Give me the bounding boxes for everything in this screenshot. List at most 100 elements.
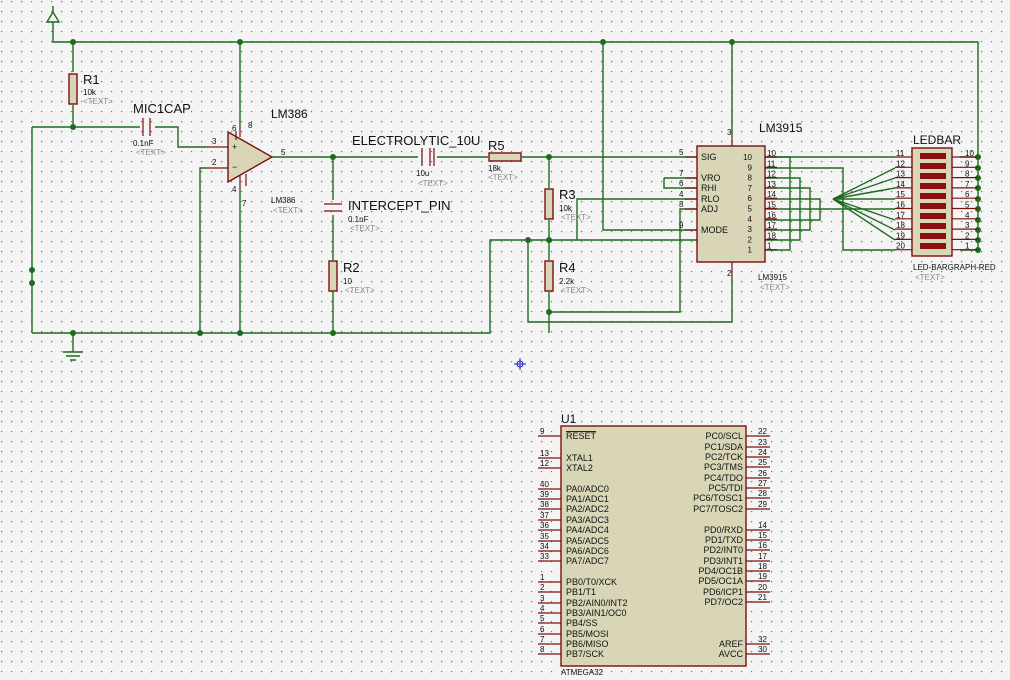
u1-pin-name: XTAL1	[566, 453, 593, 463]
lm3915-pin-name: 5	[748, 205, 753, 214]
lm3915-value: LM3915	[758, 273, 787, 282]
u1-pin-number: 30	[758, 645, 767, 654]
r2-ref: R2	[343, 260, 360, 275]
led-segment	[920, 243, 946, 249]
u1-pin-number: 24	[758, 448, 767, 457]
resistor-r4[interactable]: R4 2.2k <TEXT>	[544, 260, 591, 295]
opamp-pin3: 3	[212, 137, 217, 146]
ecap-text-placeholder: <TEXT>	[418, 179, 448, 188]
u1-pin-number: 29	[758, 500, 767, 509]
lm3915-pin-name: ADJ	[701, 204, 718, 214]
led-segment	[920, 223, 946, 229]
u1-pin-number: 13	[540, 449, 549, 458]
u1-pin-number: 19	[758, 572, 767, 581]
u1-pin-name: PD5/OC1A	[698, 576, 743, 586]
u1-pin-number: 27	[758, 479, 767, 488]
capacitor-mic1cap[interactable]: MIC1CAP 0.1nF <TEXT>	[133, 101, 191, 157]
opamp-lm386[interactable]: + − 3 2 6 8 4 7 5 LM386 LM386 <TEXT>	[208, 107, 308, 215]
u1-pin-name: PB4/SS	[566, 618, 598, 628]
r4-text-placeholder: <TEXT>	[561, 286, 591, 295]
lm3915-pin-name: 8	[748, 174, 753, 183]
lm3915-pin-name: RHI	[701, 183, 717, 193]
led-segment	[920, 153, 946, 159]
u1-pin-name: PB2/AIN0/INT2	[566, 598, 628, 608]
ledbar-pin-number: 14	[896, 180, 905, 189]
icap-value: 0.1nF	[348, 215, 369, 224]
u1-pin-name: RESET	[566, 431, 597, 441]
u1-pin-number: 16	[758, 541, 767, 550]
u1-pin-number: 38	[540, 500, 549, 509]
power-terminal[interactable]	[45, 6, 61, 23]
led-segment	[920, 213, 946, 219]
opamp-pin7: 7	[242, 199, 247, 208]
u1-pin-number: 18	[758, 562, 767, 571]
lm3915-pin-name: 7	[748, 184, 753, 193]
lm386-ref: LM386	[271, 107, 308, 121]
u1-pin-number: 21	[758, 593, 767, 602]
u1-pin-name: PA2/ADC2	[566, 504, 609, 514]
lm3915-pin-name: 3	[748, 225, 753, 234]
ledbar-pin-number: 6	[965, 190, 970, 199]
ledbar-pin-number: 11	[896, 149, 905, 158]
r5-text-placeholder: <TEXT>	[488, 173, 518, 182]
u1-pin-name: PC2/TCK	[705, 452, 743, 462]
ledbar-pin-number: 5	[965, 201, 970, 210]
u1-pin-name: PC5/TDI	[708, 483, 743, 493]
u1-pin-number: 14	[758, 521, 767, 530]
u1-pin-number: 9	[540, 427, 545, 436]
lm3915-pin-name: 9	[748, 163, 753, 172]
u1-pin-name: PA4/ADC4	[566, 525, 609, 535]
lm3915-top-pin: 3	[727, 128, 732, 137]
lm3915-pin-number: 18	[767, 231, 776, 240]
u1-right-pins: 22PC0/SCL23PC1/SDA24PC2/TCK25PC3/TMS26PC…	[693, 427, 770, 659]
resistor-r1[interactable]: R1 10k <TEXT>	[68, 72, 113, 106]
r2-value: 10	[343, 277, 352, 286]
led-segment	[920, 163, 946, 169]
resistor-r3[interactable]: R3 10k <TEXT>	[544, 187, 591, 222]
ledbar-pin-number: 10	[965, 149, 974, 158]
u1-value: ATMEGA32	[561, 668, 604, 677]
u1-pin-number: 33	[540, 552, 549, 561]
resistor-r5[interactable]: R5 18k <TEXT>	[488, 138, 522, 182]
lm3915-pin-name: 2	[748, 235, 753, 244]
lm386-text-placeholder: <TEXT>	[273, 206, 303, 215]
u1-pin-name: PA3/ADC3	[566, 515, 609, 525]
r4-ref: R4	[559, 260, 576, 275]
ground-symbol[interactable]	[63, 351, 83, 361]
ledbar-pin-number: 2	[965, 231, 970, 240]
ecap-ref: ELECTROLYTIC_10U	[352, 133, 480, 148]
u1-pin-number: 6	[540, 625, 545, 634]
ledbar-pin-number: 8	[965, 170, 970, 179]
opamp-pin2: 2	[212, 158, 217, 167]
ledbar-pin-number: 12	[896, 159, 905, 168]
lm3915-pin-number: 9	[679, 221, 684, 230]
mic1cap-ref: MIC1CAP	[133, 101, 191, 116]
wires[interactable]	[31, 22, 979, 352]
capacitor-electrolytic-10u[interactable]: ELECTROLYTIC_10U 10u <TEXT>	[352, 133, 480, 188]
ledbar-value: LED-BARGRAPH-RED	[913, 263, 996, 272]
resistor-r2[interactable]: R2 10 <TEXT>	[328, 260, 375, 295]
lm3915-text-placeholder: <TEXT>	[760, 283, 790, 292]
r1-value: 10k	[83, 88, 97, 97]
ledbar-ref: LEDBAR	[913, 133, 961, 147]
u1-pin-name: PC7/TOSC2	[693, 504, 743, 514]
u1-pin-number: 35	[540, 532, 549, 541]
r5-ref: R5	[488, 138, 505, 153]
lm3915-pin-name: 1	[748, 246, 753, 255]
u1-pin-number: 12	[540, 459, 549, 468]
lm3915-pin-number: 15	[767, 201, 776, 210]
capacitor-intercept-pin[interactable]: INTERCEPT_PIN 0.1nF <TEXT>	[324, 198, 451, 233]
r1-text-placeholder: <TEXT>	[83, 97, 113, 106]
icap-ref: INTERCEPT_PIN	[348, 198, 451, 213]
u1-pin-name: PB6/MISO	[566, 639, 609, 649]
opamp-pin5: 5	[281, 148, 286, 157]
u1-pin-name: PD7/OC2	[704, 597, 743, 607]
lm3915-pin-number: 11	[767, 159, 776, 168]
u1-pin-name: PA6/ADC6	[566, 546, 609, 556]
ledbar-pin-number: 15	[896, 190, 905, 199]
